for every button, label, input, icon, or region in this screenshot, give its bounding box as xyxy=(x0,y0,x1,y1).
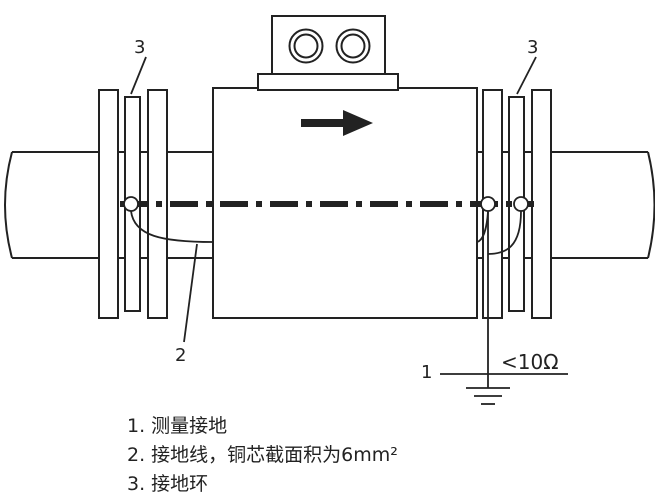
earth-ground-symbol-icon xyxy=(466,374,510,405)
right-pipe-flange xyxy=(531,89,552,319)
legend-item-2: 2. 接地线，铜芯截面积为6mm² xyxy=(127,444,398,466)
right-ground-terminal-2 xyxy=(513,196,529,212)
callout-3-right-label: 3 xyxy=(527,37,538,58)
legend-item-3: 3. 接地环 xyxy=(127,473,208,495)
junction-box-base xyxy=(257,73,399,91)
callout-3-right-leader xyxy=(516,56,537,95)
left-pipe-end-cap xyxy=(4,151,13,259)
flow-direction-arrow-icon xyxy=(301,110,373,136)
callout-2-leader xyxy=(183,243,198,343)
legend-item-1: 1. 测量接地 xyxy=(127,415,227,437)
grounding-wire-left xyxy=(130,210,214,243)
junction-box xyxy=(257,15,399,91)
callout-3-left-leader xyxy=(130,56,147,95)
right-pipe xyxy=(477,151,655,259)
right-ground-terminal-1 xyxy=(480,196,496,212)
cable-gland-right-inner-icon xyxy=(340,33,366,59)
callout-1-label: 1 xyxy=(421,362,432,383)
grounding-wire-right-loop xyxy=(487,210,522,255)
left-pipe-flange xyxy=(98,89,119,319)
resistance-label: <10Ω xyxy=(501,350,559,374)
callout-2-label: 2 xyxy=(175,345,186,366)
legend: 1. 测量接地 2. 接地线，铜芯截面积为6mm² 3. 接地环 xyxy=(127,415,398,495)
left-ground-terminal xyxy=(123,196,139,212)
cable-gland-left-inner-icon xyxy=(293,33,319,59)
callout-3-left-label: 3 xyxy=(134,37,145,58)
right-pipe-end-cap xyxy=(647,151,655,259)
